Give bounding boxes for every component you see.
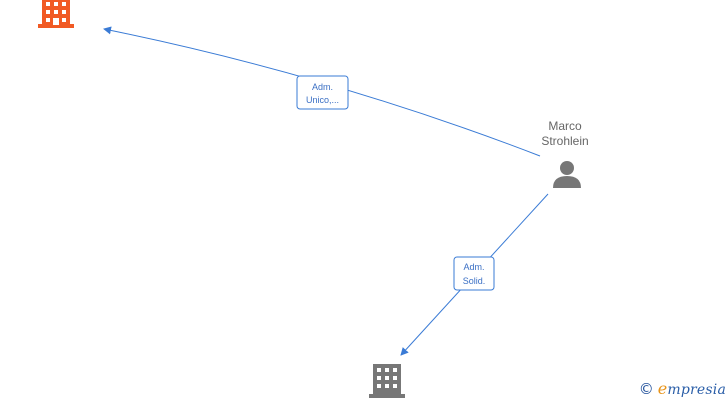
edge-label-line2: Solid. [463,276,486,286]
brand-rest: mpresia [667,382,726,398]
edge-label-adm-unico[interactable]: Adm. Unico,... [296,75,349,110]
edge-label-line2: Unico,... [306,95,339,105]
empresia-watermark: © empresia [638,379,726,398]
company-node-bottom[interactable] [369,364,405,398]
company-node-top[interactable] [38,0,74,28]
person-icon [553,161,581,188]
person-name-line2: Strohlein [541,134,588,148]
edge-label-adm-solid[interactable]: Adm. Solid. [453,256,495,291]
brand-logo: empresia [657,379,726,398]
person-name-line1: Marco [548,119,582,133]
building-icon [369,364,405,398]
edge-label-line1: Adm. [312,82,333,92]
building-icon [38,0,74,28]
copyright-icon: © [638,379,654,398]
brand-initial: e [657,379,668,398]
edge-label-line1: Adm. [463,262,484,272]
person-node-marco-strohlein[interactable]: Marco Strohlein [541,119,589,188]
